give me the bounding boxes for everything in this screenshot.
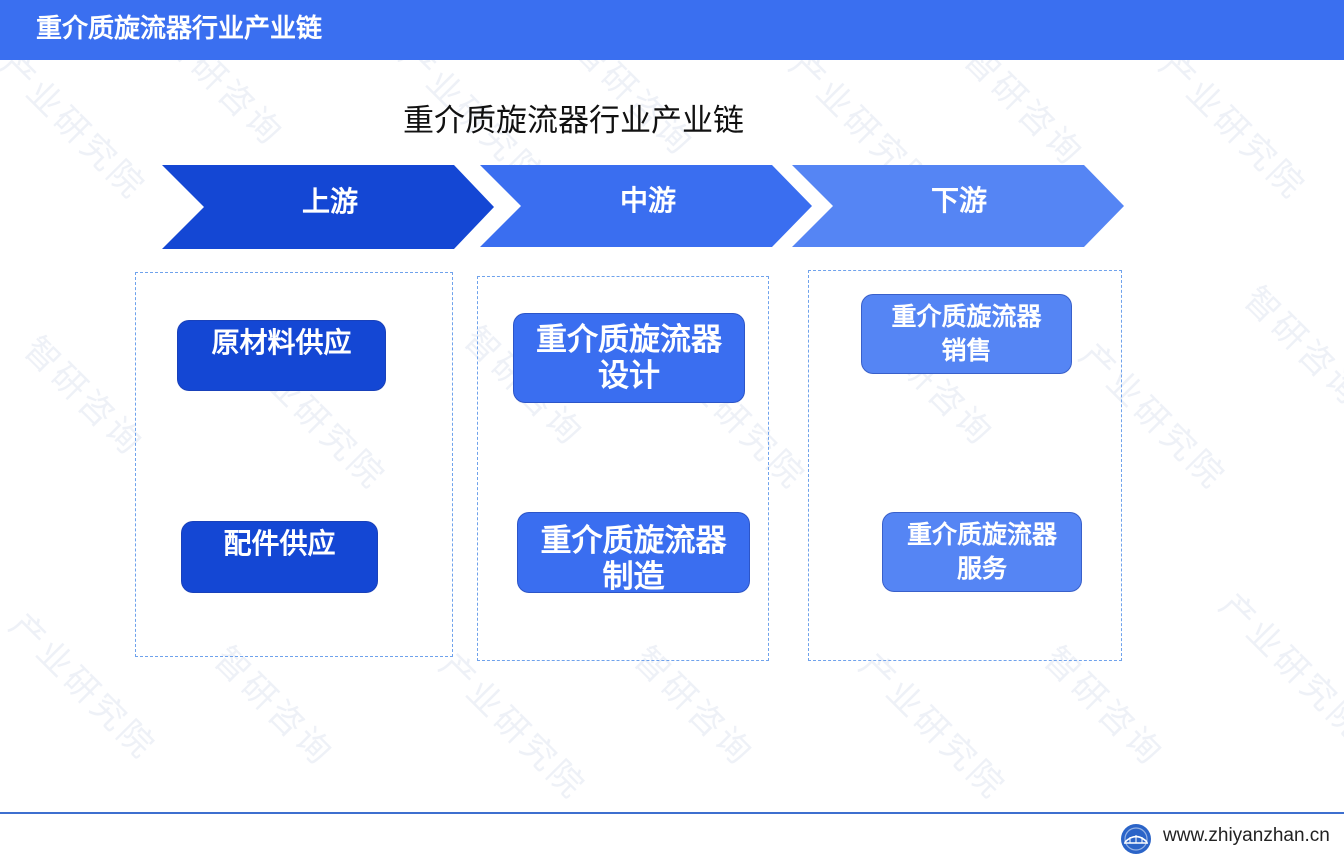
- node-service: 重介质旋流器 服务: [882, 512, 1082, 592]
- globe-bridge-icon: [1121, 824, 1151, 854]
- stage-midstream-label: 中游: [619, 184, 676, 217]
- diagram-title: 重介质旋流器行业产业链: [403, 103, 744, 139]
- watermark: 产业研究院: [1151, 60, 1314, 209]
- node-design: 重介质旋流器 设计: [513, 313, 745, 403]
- stage-upstream-chevron: [162, 165, 494, 249]
- header-title: 重介质旋流器行业产业链: [36, 14, 323, 44]
- watermark: 智研咨询: [1235, 279, 1344, 415]
- stage-downstream-chevron: [792, 165, 1124, 247]
- node-parts-supply: 配件供应: [181, 521, 378, 593]
- watermark: 智研咨询: [955, 60, 1092, 175]
- stage-midstream-chevron: [480, 165, 812, 247]
- watermark: 产业研究院: [0, 60, 154, 209]
- watermark: 智研咨询: [155, 60, 292, 155]
- stage-downstream-label: 下游: [930, 184, 987, 217]
- midstream-column: [477, 276, 769, 661]
- node-sales: 重介质旋流器 销售: [861, 294, 1072, 374]
- stage-upstream-label: 上游: [301, 185, 358, 218]
- node-raw-material-supply: 原材料供应: [177, 320, 386, 391]
- upstream-column: [135, 272, 453, 657]
- node-manufacturing: 重介质旋流器 制造: [517, 512, 750, 593]
- footer-url[interactable]: www.zhiyanzhan.cn: [1163, 825, 1330, 846]
- header-bar: 重介质旋流器行业产业链: [0, 0, 1344, 60]
- downstream-column: [808, 270, 1122, 661]
- watermark: 产业研究院: [431, 645, 594, 809]
- footer-divider: [0, 812, 1344, 814]
- watermark: 产业研究院: [851, 645, 1014, 809]
- watermark: 产业研究院: [1211, 585, 1344, 749]
